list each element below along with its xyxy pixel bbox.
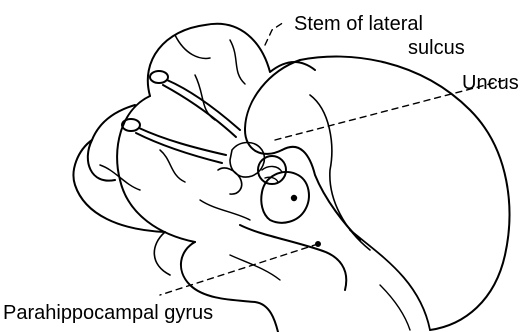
label-uncus: Uncus [462, 73, 519, 93]
frontal-lobe-upper [148, 24, 315, 96]
label-sulcus: sulcus [408, 38, 465, 58]
label-parahippocampal-gyrus: Parahippocampal gyrus [3, 303, 213, 323]
frontal-lobe-outline [117, 96, 195, 242]
cerebral-peduncle [261, 172, 309, 223]
stem-leader [265, 22, 284, 45]
olfactory-bulb-lower [122, 119, 140, 131]
olfactory-bulb-upper [150, 71, 168, 83]
label-stem-of-lateral: Stem of lateral [294, 14, 423, 34]
